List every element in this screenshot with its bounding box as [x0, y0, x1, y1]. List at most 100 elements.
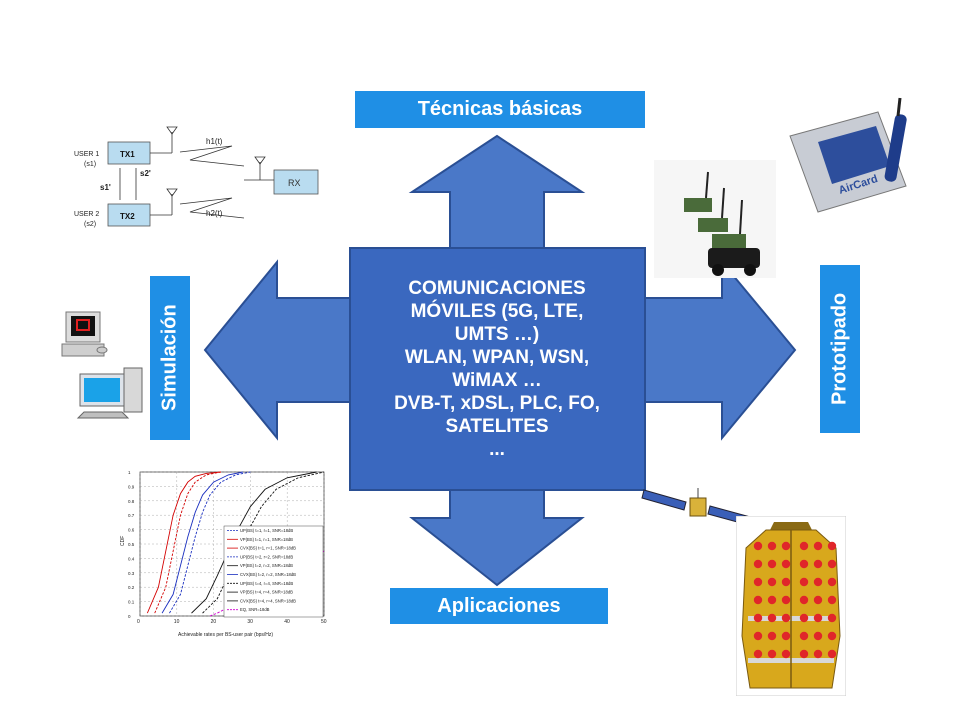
sensor-dot: [781, 595, 791, 605]
series-line-1: [146, 471, 222, 614]
rx-antenna-icon: [254, 156, 266, 165]
sensor-dot: [767, 631, 777, 641]
legend-entry: CVX(BS) t=4, r=4, SNR=18dB: [240, 598, 296, 603]
legend-entry: VP(BS) t=2, r=2, SNR=18dB: [240, 563, 293, 568]
y-tick-label: 0.7: [128, 513, 135, 518]
h2-label: h2(t): [206, 209, 223, 218]
center-line-4: WLAN, WPAN, WSN,: [404, 347, 590, 368]
sensor-dot: [827, 559, 837, 569]
rx-label: RX: [288, 178, 301, 188]
sensor-dot: [813, 649, 823, 659]
user2-sub: (s2): [84, 221, 96, 228]
tx1-antenna-icon: [166, 126, 178, 135]
sensor-dot: [781, 577, 791, 587]
sensor-dot: [767, 595, 777, 605]
sensor-dot: [827, 613, 837, 623]
sensor-dot: [767, 577, 777, 587]
y-tick-label: 0.4: [128, 556, 135, 561]
sensor-dot: [781, 559, 791, 569]
sensor-dot: [813, 577, 823, 587]
sensor-dot: [827, 649, 837, 659]
sensor-dot: [799, 559, 809, 569]
sensor-dot: [767, 613, 777, 623]
sensor-dot: [799, 577, 809, 587]
wireless-card-icon: AirCard: [789, 97, 907, 213]
center-text-block: COMUNICACIONES MÓVILES (5G, LTE, UMTS …)…: [352, 252, 642, 486]
h1-label: h1(t): [206, 137, 223, 146]
x-tick-label: 0: [137, 619, 140, 625]
robot-icon: [684, 171, 760, 276]
sensor-dot: [813, 541, 823, 551]
label-tecnicas-basicas: Técnicas básicas: [355, 91, 645, 128]
series-line-2: [154, 471, 222, 614]
x-tick-label: 50: [321, 619, 327, 625]
s1p-label: s1': [100, 183, 111, 192]
center-box: [349, 247, 646, 491]
series-line-3: [161, 471, 244, 614]
x-tick-label: 30: [247, 619, 253, 625]
sensor-dot: [813, 559, 823, 569]
computers-illustration: [61, 311, 143, 419]
chart-ylabel: CDF: [120, 536, 126, 546]
user1-label: USER 1: [74, 151, 99, 158]
y-tick-label: 0: [128, 614, 131, 619]
x-tick-label: 20: [211, 619, 217, 625]
sensor-dot: [781, 613, 791, 623]
sensor-dot: [753, 613, 763, 623]
y-tick-label: 0.8: [128, 499, 135, 504]
user1-sub: (s1): [84, 161, 96, 168]
sensor-dot: [813, 631, 823, 641]
sensor-dot: [753, 631, 763, 641]
center-line-3: UMTS …): [454, 324, 540, 345]
label-simulacion: Simulación: [150, 276, 190, 440]
system-block-diagram: USER 1 (s1) USER 2 (s2) TX1 TX2 RX h1(t)…: [72, 124, 324, 236]
s2p-label: s2': [140, 169, 151, 178]
sensor-dot: [813, 613, 823, 623]
y-tick-label: 0.9: [128, 484, 135, 489]
sensor-dot: [781, 649, 791, 659]
tx2-antenna-icon: [166, 188, 178, 197]
label-aplicaciones: Aplicaciones: [390, 588, 608, 624]
series-line-4: [169, 471, 251, 614]
legend-box: [223, 525, 324, 618]
legend-entry: VP(BS) t=1, r=1, SNR=18dB: [240, 537, 293, 542]
y-tick-label: 0.6: [128, 528, 135, 533]
sensor-dot: [753, 559, 763, 569]
y-tick-label: 0.2: [128, 585, 135, 590]
center-line-2: MÓVILES (5G, LTE,: [410, 301, 584, 322]
user2-label: USER 2: [74, 211, 99, 218]
center-line-1: COMUNICACIONES: [408, 278, 586, 299]
legend-entry: UP(BS) t=1, r=1, SNR=18dB: [240, 528, 293, 533]
sensor-dot: [827, 541, 837, 551]
legend-entry: UP(BS) t=2, r=2, SNR=18dB: [240, 554, 293, 559]
sensor-dot: [799, 541, 809, 551]
sensor-dot: [781, 541, 791, 551]
sensor-dot: [767, 559, 777, 569]
jacket-icon: [741, 522, 841, 689]
sensor-dot: [753, 595, 763, 605]
center-line-5: WiMAX …: [452, 370, 542, 391]
sensor-dot: [827, 577, 837, 587]
label-prototipado: Prototipado: [820, 265, 860, 433]
sensor-dot: [767, 541, 777, 551]
sensor-dot: [799, 595, 809, 605]
legend-entry: CVX(BS) t=2, r=2, SNR=18dB: [240, 572, 296, 577]
legend-entry: CVX(BS) t=1, r=1, SNR=18dB: [240, 546, 296, 551]
sensor-dot: [799, 631, 809, 641]
sensor-dot: [753, 577, 763, 587]
sensor-grid: [753, 541, 837, 659]
legend-entry: VP(BS) t=4, r=4, SNR=18dB: [240, 590, 293, 595]
y-tick-label: 0.5: [128, 542, 135, 547]
y-tick-label: 0.3: [128, 571, 135, 576]
legend-entry: UP(BS) t=4, r=4, SNR=18dB: [240, 581, 293, 586]
chart-xlabel: Achievable rates per BS-user pair (bps/H…: [178, 632, 273, 638]
aircard-illustration: AirCard: [789, 97, 907, 213]
tx1-label: TX1: [120, 150, 135, 159]
smart-jacket-illustration: [736, 516, 846, 696]
sensor-dot: [827, 595, 837, 605]
tx2-label: TX2: [120, 212, 135, 221]
sensor-dot: [753, 541, 763, 551]
